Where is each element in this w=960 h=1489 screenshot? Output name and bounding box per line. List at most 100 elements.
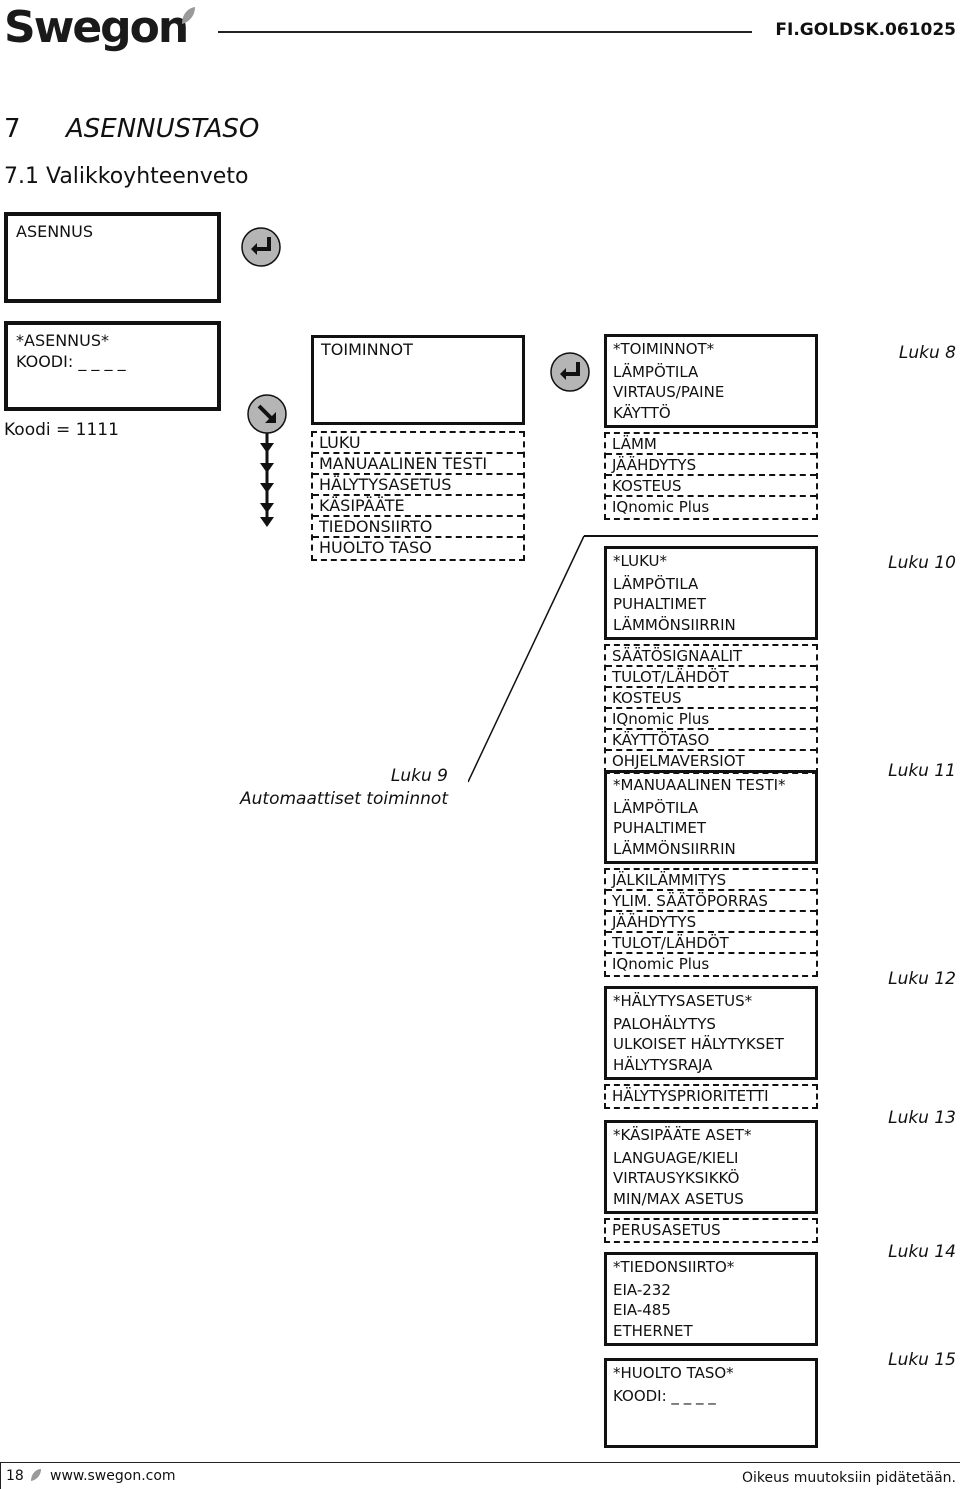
submenu-header-line: LÄMMÖNSIIRRIN: [613, 839, 736, 858]
submenu-header-title: *LUKU*: [613, 552, 668, 570]
submenu-item[interactable]: KOSTEUS: [606, 476, 816, 497]
submenu-header-title: *KÄSIPÄÄTE ASET*: [613, 1126, 752, 1144]
luku-15-label: Luku 15: [888, 1350, 956, 1370]
submenu-header-line: LÄMMÖNSIIRRIN: [613, 615, 736, 634]
submenu-item[interactable]: YLIM. SÄÄTÖPORRAS: [606, 891, 816, 912]
submenu-huolto-taso: *HUOLTO TASO* KOODI: _ _ _ _: [604, 1358, 818, 1448]
submenu-luku: *LUKU* LÄMPÖTILA PUHALTIMET LÄMMÖNSIIRRI…: [604, 546, 818, 774]
leaf-icon: [31, 1469, 41, 1481]
submenu-item[interactable]: IQnomic Plus: [612, 955, 710, 973]
luku-12-label: Luku 12: [888, 969, 956, 989]
luku-9-caption: Automaattiset toiminnot: [240, 789, 448, 809]
connector-lines: [468, 535, 588, 783]
menu-item-halytysasetus[interactable]: HÄLYTYSASETUS: [313, 475, 523, 496]
section-subtitle: 7.1 Valikkoyhteenveto: [4, 164, 249, 189]
submenu-header: *TOIMINNOT* LÄMPÖTILA VIRTAUS/PAINE KÄYT…: [604, 334, 818, 428]
rights-note: Oikeus muutoksiin pidätetään.: [741, 1470, 956, 1486]
submenu-item[interactable]: KÄYTTÖTASO: [606, 730, 816, 751]
submenu-item[interactable]: PERUSASETUS: [612, 1221, 721, 1239]
enter-icon-2: [550, 352, 590, 392]
menu-item-manuaalinen-testi[interactable]: MANUAALINEN TESTI: [313, 454, 523, 475]
website-link[interactable]: www.swegon.com: [50, 1468, 176, 1484]
submenu-item[interactable]: LÄMM: [606, 434, 816, 455]
submenu-header-line: MIN/MAX ASETUS: [613, 1189, 744, 1208]
submenu-header-title: *MANUAALINEN TESTI*: [613, 776, 786, 794]
submenu-item[interactable]: SÄÄTÖSIGNAALIT: [606, 646, 816, 667]
submenu-header: *KÄSIPÄÄTE ASET* LANGUAGE/KIELI VIRTAUSY…: [604, 1120, 818, 1214]
submenu-header-line: EIA-485: [613, 1301, 671, 1319]
luku-10-label: Luku 10: [888, 553, 956, 573]
luku-8-label: Luku 8: [898, 343, 956, 363]
submenu-header-title: *HÄLYTYSASETUS*: [613, 992, 753, 1010]
submenu-header-line: PUHALTIMET: [613, 819, 707, 837]
section-number: 7: [4, 114, 21, 144]
submenu-header: *MANUAALINEN TESTI* LÄMPÖTILA PUHALTIMET…: [604, 770, 818, 864]
submenu-item[interactable]: IQnomic Plus: [606, 709, 816, 730]
code-box-title: *ASENNUS*: [16, 331, 110, 350]
submenu-item[interactable]: JÄÄHDYTYS: [606, 912, 816, 933]
submenu-item[interactable]: IQnomic Plus: [612, 498, 710, 516]
submenu-header-line: HÄLYTYSRAJA: [613, 1055, 713, 1074]
submenu-item[interactable]: JÄLKILÄMMITYS: [606, 870, 816, 891]
menu-item-luku[interactable]: LUKU: [313, 433, 523, 454]
submenu-items: SÄÄTÖSIGNAALIT TULOT/LÄHDÖT KOSTEUS IQno…: [604, 644, 818, 774]
submenu-item[interactable]: OHJELMAVERSIOT: [612, 752, 745, 770]
submenu-kasipaate: *KÄSIPÄÄTE ASET* LANGUAGE/KIELI VIRTAUSY…: [604, 1120, 818, 1243]
luku-14-label: Luku 14: [888, 1242, 956, 1262]
submenu-header-line: LÄMPÖTILA: [613, 798, 699, 817]
submenu-header-line: VIRTAUS/PAINE: [613, 383, 725, 401]
submenu-header-title: *HUOLTO TASO*: [613, 1364, 734, 1382]
submenu-header-line: KÄYTTÖ: [613, 403, 671, 422]
section-heading: 7 ASENNUSTASO: [4, 114, 259, 144]
submenu-header: *LUKU* LÄMPÖTILA PUHALTIMET LÄMMÖNSIIRRI…: [604, 546, 818, 640]
submenu-item[interactable]: HÄLYTYSPRIORITETTI: [612, 1087, 769, 1105]
section-title: ASENNUSTASO: [66, 114, 260, 144]
submenu-header-line: PALOHÄLYTYS: [613, 1014, 716, 1033]
submenu-header: *HÄLYTYSASETUS* PALOHÄLYTYS ULKOISET HÄL…: [604, 986, 818, 1080]
submenu-header-line: ETHERNET: [613, 1321, 693, 1340]
submenu-header-line: LÄMPÖTILA: [613, 362, 699, 381]
submenu-header-line: LÄMPÖTILA: [613, 574, 699, 593]
menu-item-huolto-taso[interactable]: HUOLTO TASO: [319, 538, 432, 557]
submenu-header-line: PUHALTIMET: [613, 595, 707, 613]
connector-top: [584, 535, 818, 537]
scroll-down-icon: [247, 394, 287, 527]
toiminnot-items: LUKU MANUAALINEN TESTI HÄLYTYSASETUS KÄS…: [311, 431, 525, 561]
page-number: 18: [6, 1468, 24, 1484]
menu-item-tiedonsiirto[interactable]: TIEDONSIIRTO: [313, 517, 523, 538]
code-entry-box: *ASENNUS* KOODI: _ _ _ _: [4, 321, 221, 411]
luku-11-label: Luku 11: [888, 761, 956, 781]
submenu-tiedonsiirto: *TIEDONSIIRTO* EIA-232 EIA-485 ETHERNET: [604, 1252, 818, 1346]
submenu-manuaalinen-testi: *MANUAALINEN TESTI* LÄMPÖTILA PUHALTIMET…: [604, 770, 818, 977]
submenu-header-line: VIRTAUSYKSIKKÖ: [613, 1169, 740, 1187]
submenu-item[interactable]: KOSTEUS: [606, 688, 816, 709]
submenu-items: LÄMM JÄÄHDYTYS KOSTEUS IQnomic Plus: [604, 432, 818, 520]
menu-item-kasipaate[interactable]: KÄSIPÄÄTE: [313, 496, 523, 517]
submenu-item[interactable]: TULOT/LÄHDÖT: [606, 667, 816, 688]
code-box-field: KOODI: _ _ _ _: [16, 351, 126, 371]
footer-rule: [0, 1462, 960, 1463]
submenu-toiminnot: *TOIMINNOT* LÄMPÖTILA VIRTAUS/PAINE KÄYT…: [604, 334, 818, 520]
submenu-items: JÄLKILÄMMITYS YLIM. SÄÄTÖPORRAS JÄÄHDYTY…: [604, 868, 818, 977]
submenu-items: PERUSASETUS: [604, 1218, 818, 1243]
header-rule: [218, 31, 752, 33]
swegon-logo: Swegon: [4, 2, 189, 53]
submenu-item[interactable]: TULOT/LÄHDÖT: [606, 933, 816, 954]
luku-13-label: Luku 13: [888, 1108, 956, 1128]
enter-icon: [241, 227, 281, 267]
submenu-halytysasetus: *HÄLYTYSASETUS* PALOHÄLYTYS ULKOISET HÄL…: [604, 986, 818, 1109]
submenu-items: HÄLYTYSPRIORITETTI: [604, 1084, 818, 1109]
document-code: FI.GOLDSK.061025: [775, 20, 956, 40]
submenu-header-title: *TIEDONSIIRTO*: [613, 1258, 735, 1276]
asennus-box: ASENNUS: [4, 212, 221, 303]
submenu-header-title: *TOIMINNOT*: [613, 340, 715, 358]
toiminnot-menu: TOIMINNOT LUKU MANUAALINEN TESTI HÄLYTYS…: [311, 335, 525, 561]
leaf-icon: [182, 7, 195, 24]
footer-corner: [0, 1462, 1, 1489]
toiminnot-title: TOIMINNOT: [321, 340, 413, 359]
submenu-item[interactable]: JÄÄHDYTYS: [606, 455, 816, 476]
submenu-header: *TIEDONSIIRTO* EIA-232 EIA-485 ETHERNET: [604, 1252, 818, 1346]
toiminnot-header: TOIMINNOT: [311, 335, 525, 425]
submenu-header-line: ULKOISET HÄLYTYKSET: [613, 1035, 784, 1053]
luku-9-label: Luku 9: [390, 766, 448, 786]
